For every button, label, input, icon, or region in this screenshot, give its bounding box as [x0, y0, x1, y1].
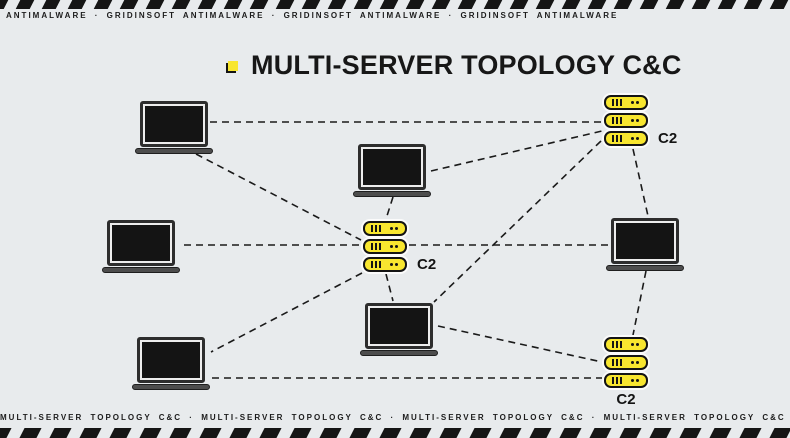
c2-server-middle: C2: [363, 221, 436, 272]
hazard-stripe: [469, 428, 492, 438]
hazard-stripe: [259, 428, 282, 438]
connection-laptop-top-middle--c2-server-middle: [385, 196, 394, 220]
server-leds-icon: [390, 227, 398, 230]
hazard-stripe: [499, 428, 522, 438]
page-title: MULTI-SERVER TOPOLOGY C&C: [251, 50, 682, 80]
server-leds-icon: [390, 245, 398, 248]
server-leds-icon: [390, 263, 398, 266]
server-unit-icon: [604, 131, 648, 146]
server-slots-icon: [371, 225, 381, 232]
connection-c2-server-middle--laptop-bottom-left: [210, 272, 363, 353]
server-leds-icon: [631, 343, 639, 346]
c2-label: C2: [658, 130, 678, 147]
hazard-stripe: [559, 428, 582, 438]
hazard-stripe: [649, 428, 672, 438]
server-slots-icon: [371, 243, 381, 250]
laptop-screen: [611, 218, 679, 264]
hazard-stripe: [109, 428, 132, 438]
laptop-mid-left: [102, 220, 180, 273]
server-unit-icon: [363, 239, 407, 254]
hazard-stripe: [409, 428, 432, 438]
hazard-stripe: [379, 428, 402, 438]
server-unit-icon: [363, 257, 407, 272]
laptop-base: [102, 267, 180, 273]
top-banner-text: ANTIMALWARE · GRIDINSOFT ANTIMALWARE · G…: [6, 11, 619, 20]
hazard-stripe: [349, 428, 372, 438]
laptop-base: [135, 148, 213, 154]
laptop-bottom-left: [132, 337, 210, 390]
laptop-screen: [137, 337, 205, 383]
laptop-top-left: [135, 101, 213, 154]
c2-server-bottom-right: C2: [604, 337, 648, 407]
server-unit-icon: [363, 221, 407, 236]
hazard-stripe: [289, 428, 312, 438]
connection-laptop-right--c2-server-bottom-right: [632, 270, 647, 336]
connection-laptop-bottom-middle--c2-server-bottom-right: [437, 325, 603, 363]
server-leds-icon: [631, 137, 639, 140]
laptop-screen: [140, 101, 208, 147]
hazard-stripe: [589, 428, 612, 438]
hazard-stripe: [169, 428, 192, 438]
server-unit-icon: [604, 355, 648, 370]
title-bullet-icon: [228, 60, 238, 71]
hazard-stripe: [0, 428, 12, 438]
hazard-stripe: [619, 428, 642, 438]
hazard-stripe: [229, 428, 252, 438]
hazard-stripe: [739, 428, 762, 438]
hazard-stripe: [769, 428, 790, 438]
server-slots-icon: [612, 359, 622, 366]
hazard-stripe: [19, 428, 42, 438]
laptop-screen: [365, 303, 433, 349]
laptop-base: [606, 265, 684, 271]
server-unit-icon: [604, 337, 648, 352]
laptop-base: [360, 350, 438, 356]
laptop-base: [132, 384, 210, 390]
hazard-stripe: [439, 428, 462, 438]
bottom-banner-text: MULTI-SERVER TOPOLOGY C&C · MULTI-SERVER…: [0, 413, 786, 422]
server-leds-icon: [631, 379, 639, 382]
hazard-stripe: [139, 428, 162, 438]
server-leds-icon: [631, 361, 639, 364]
c2-label: C2: [417, 256, 437, 273]
hazard-stripe: [319, 428, 342, 438]
connection-c2-server-top-right--laptop-bottom-middle: [433, 140, 602, 303]
hazard-stripe: [529, 428, 552, 438]
hazard-stripe: [199, 428, 222, 438]
laptop-base: [353, 191, 431, 197]
server-slots-icon: [612, 117, 622, 124]
server-slots-icon: [612, 135, 622, 142]
server-unit-icon: [604, 95, 648, 110]
hazard-stripe: [679, 428, 702, 438]
server-slots-icon: [612, 341, 622, 348]
laptop-screen: [358, 144, 426, 190]
server-unit-icon: [604, 373, 648, 388]
server-slots-icon: [612, 99, 622, 106]
hazard-stripe: [49, 428, 72, 438]
server-unit-icon: [604, 113, 648, 128]
server-leds-icon: [631, 101, 639, 104]
server-slots-icon: [612, 377, 622, 384]
laptop-screen: [107, 220, 175, 266]
connection-c2-server-middle--laptop-bottom-middle: [385, 273, 394, 302]
laptop-top-middle: [353, 144, 431, 197]
connection-laptop-top-middle--c2-server-top-right: [430, 130, 603, 172]
hazard-stripe: [79, 428, 102, 438]
server-leds-icon: [631, 119, 639, 122]
hazard-stripes-bottom: [0, 428, 790, 438]
c2-server-top-right: C2: [604, 95, 677, 146]
title-row: MULTI-SERVER TOPOLOGY C&C: [228, 50, 682, 81]
hazard-stripe: [709, 428, 732, 438]
laptop-bottom-middle: [360, 303, 438, 356]
server-slots-icon: [371, 261, 381, 268]
c2-label: C2: [616, 391, 636, 408]
laptop-right: [606, 218, 684, 271]
